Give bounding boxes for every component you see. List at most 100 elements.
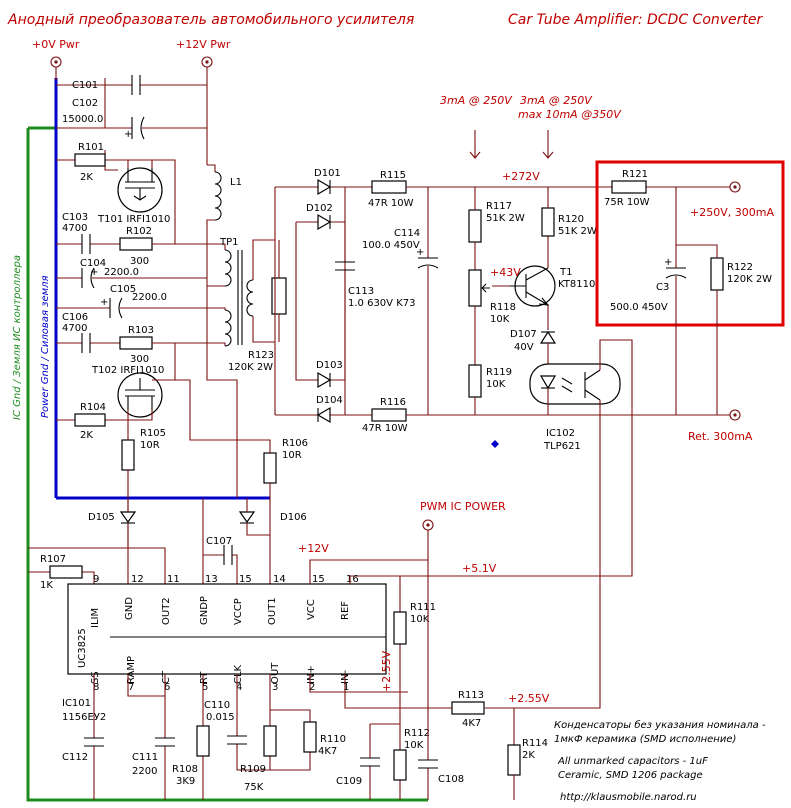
label-d103: D103 <box>316 360 343 371</box>
capacitor-c104: + <box>56 267 207 289</box>
label-c111: C111 <box>132 752 158 763</box>
pin-in-plus: IN+ <box>306 665 317 684</box>
label-r120: R120 <box>558 214 584 225</box>
ic-ground-bus <box>26 126 428 802</box>
value-c104: 2200.0 <box>104 267 139 278</box>
transistor-t1 <box>510 236 556 330</box>
label-c110: C110 <box>204 700 230 711</box>
label-c104: C104 <box>80 258 106 269</box>
label-c106: C106 <box>62 312 88 323</box>
value-c105: 2200.0 <box>132 292 167 303</box>
rail-51v: +5.1V <box>462 562 497 575</box>
ic-top-pins: ILIM GND OUT2 GNDP VCCP OUT1 VCC REF <box>90 596 351 628</box>
resistor-r102 <box>119 237 175 251</box>
value-r101: 2K <box>80 172 93 183</box>
label-c107: C107 <box>206 536 232 547</box>
pin-num: 4 <box>236 682 242 693</box>
label-d107: D107 <box>510 329 537 340</box>
capacitor-c113 <box>335 222 355 380</box>
value-r112: 10K <box>404 740 424 751</box>
pin-out1: OUT1 <box>267 597 278 625</box>
value-r122: 120K 2W <box>727 274 772 285</box>
value-c110: 0.015 <box>206 712 235 723</box>
pin-num: 5 <box>202 682 208 693</box>
note-en-2: Ceramic, SMD 1206 package <box>558 770 703 781</box>
label-r102: R102 <box>126 226 152 237</box>
output-highlight <box>595 160 785 327</box>
label-t1: T1 <box>559 267 572 278</box>
bridge-rectifier <box>274 178 372 424</box>
value-r119: 10K <box>486 379 506 390</box>
label-r107: R107 <box>40 554 66 565</box>
capacitor-c101 <box>56 75 207 95</box>
label-12v-pwr: +12V Pwr <box>176 38 231 51</box>
pin-num: 7 <box>128 682 134 693</box>
resistor-r101 <box>56 153 128 167</box>
rail-43v: +43V <box>490 266 521 279</box>
capacitor-c3: + <box>664 187 687 415</box>
pin-ct: CT <box>161 670 172 684</box>
rail-12v: +12V <box>298 542 329 555</box>
value-c111: 2200 <box>132 766 157 777</box>
pin-num: 11 <box>167 574 180 585</box>
value-r104: 2K <box>80 430 93 441</box>
label-ret: Ret. 300mA <box>688 430 753 443</box>
resistor-r120 <box>541 187 555 237</box>
label-d101: D101 <box>314 168 341 179</box>
value-r103: 300 <box>130 354 149 365</box>
note-ru-2: 1мкФ керамика (SMD исполнение) <box>554 734 736 745</box>
value-d107: 40V <box>514 342 534 353</box>
label-r121: R121 <box>622 169 648 180</box>
value-r109: 75K <box>244 782 264 793</box>
resistor-r112 <box>393 720 407 800</box>
label-r111: R111 <box>410 602 436 613</box>
value-r115: 47R 10W <box>368 198 414 209</box>
value-r123: 120K 2W <box>228 362 273 373</box>
value-r116: 47R 10W <box>362 423 408 434</box>
value-r113: 4K7 <box>462 718 481 729</box>
resistor-r110 <box>270 709 317 771</box>
label-out: +250V, 300mA <box>690 206 774 219</box>
label-0v-pwr: +0V Pwr <box>32 38 80 51</box>
terminal-0v <box>50 56 62 80</box>
pin-clk: CLK <box>233 664 244 684</box>
annotation-10ma: max 10mA @350V <box>518 108 622 121</box>
value-r114: 2K <box>522 750 535 761</box>
pin-num: 6 <box>164 682 170 693</box>
pin-ilim: ILIM <box>90 608 101 628</box>
terminal-pwm <box>422 519 434 531</box>
value-r106: 10R <box>282 450 302 461</box>
label-d105: D105 <box>88 512 115 523</box>
label-pwm: PWM IC POWER <box>420 500 506 513</box>
value-r117: 51K 2W <box>486 213 525 224</box>
resistor-r109 <box>263 674 277 770</box>
pin-gnd: GND <box>124 597 135 620</box>
value-c103: 4700 <box>62 223 87 234</box>
label-c108: C108 <box>438 774 464 785</box>
title-english: Car Tube Amplifier: DCDC Converter <box>508 12 764 28</box>
value-r102: 300 <box>130 256 149 267</box>
power-ground-bus <box>54 78 270 500</box>
pin-num: 2 <box>309 682 315 693</box>
ic-top-pin-numbers: 9 12 11 13 15 14 15 16 <box>93 574 359 585</box>
label-r105: R105 <box>140 428 166 439</box>
label-ic102: IC102 <box>546 428 575 439</box>
svg-text:+: + <box>664 257 672 268</box>
label-r104: R104 <box>80 402 106 413</box>
pin-num: 15 <box>312 574 325 585</box>
current-arrows <box>469 130 554 159</box>
capacitor-c107 <box>202 498 238 584</box>
capacitor-c111 <box>127 674 175 800</box>
svg-text:+: + <box>416 247 424 258</box>
value-r108: 3K9 <box>176 776 195 787</box>
label-r108: R108 <box>172 764 198 775</box>
label-tp1: TP1 <box>219 237 239 248</box>
ic-supply-wires <box>309 530 521 800</box>
value-r121: 75R 10W <box>604 197 650 208</box>
label-r117: R117 <box>486 201 512 212</box>
label-c102: C102 <box>72 98 98 109</box>
resistor-r117 <box>468 187 482 270</box>
optocoupler-ic102 <box>350 339 633 709</box>
value-ic102: TLP621 <box>543 441 581 452</box>
